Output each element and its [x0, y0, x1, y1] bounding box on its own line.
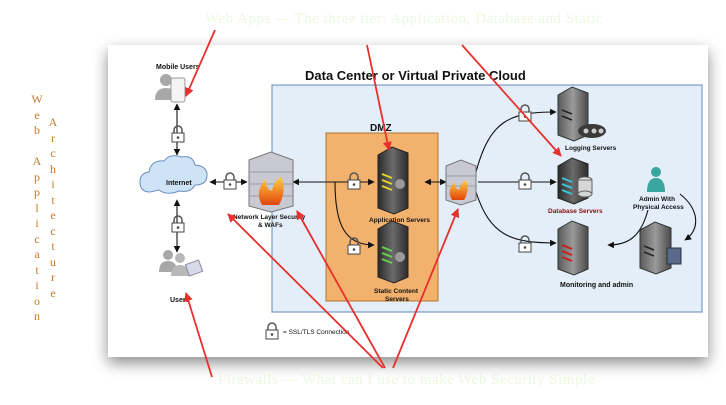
internal-firewall-icon	[445, 159, 477, 206]
static-content-label-line1: Static Content	[374, 288, 419, 295]
users-label: Users	[170, 297, 190, 304]
admin-server-icon	[639, 221, 682, 275]
admin-label-line1: Admin With	[639, 196, 675, 203]
waf-label-line1: Network Layer Security	[233, 214, 306, 221]
monitoring-server-icon	[557, 220, 589, 276]
admin-user-icon	[647, 167, 665, 192]
header-caption: Web Apps — The three tier: Application, …	[205, 11, 603, 27]
users-icon	[159, 250, 204, 277]
lock-icon	[347, 237, 361, 255]
internet-label: Internet	[166, 180, 192, 187]
connection-lines	[173, 103, 697, 253]
firewall-icon	[248, 151, 294, 213]
monitoring-label: Monitoring and admin	[560, 282, 633, 289]
dmz-label: DMZ	[370, 123, 392, 134]
application-servers-label: Application Servers	[369, 217, 430, 224]
application-server-icon	[377, 146, 409, 215]
footer-caption: Firewalls — What can I use to make Web S…	[218, 372, 595, 388]
legend-lock-icon	[265, 322, 279, 340]
lock-icon	[223, 172, 237, 190]
annotation-arrows	[184, 29, 562, 378]
mobile-users-label: Mobile Users	[156, 64, 200, 71]
waf-label-line2: & WAFs	[258, 222, 283, 229]
lock-icon	[347, 172, 361, 190]
mobile-user-icon	[155, 74, 186, 103]
static-content-label-line2: Servers	[385, 296, 409, 303]
lock-icon	[171, 125, 185, 143]
logging-server-icon	[557, 86, 606, 142]
lock-icon	[171, 215, 185, 233]
vpc-title: Data Center or Virtual Private Cloud	[305, 68, 526, 83]
lock-icon	[518, 235, 532, 253]
legend-label: = SSL/TLS Connection	[283, 329, 350, 336]
static-server-icon	[377, 220, 409, 284]
database-servers-label: Database Servers	[548, 208, 603, 215]
admin-label-line2: Physical Access	[633, 204, 684, 211]
database-server-icon	[557, 157, 593, 205]
logging-servers-label: Logging Servers	[565, 145, 617, 152]
lock-icon	[518, 172, 532, 190]
internet-cloud-icon	[139, 155, 208, 194]
